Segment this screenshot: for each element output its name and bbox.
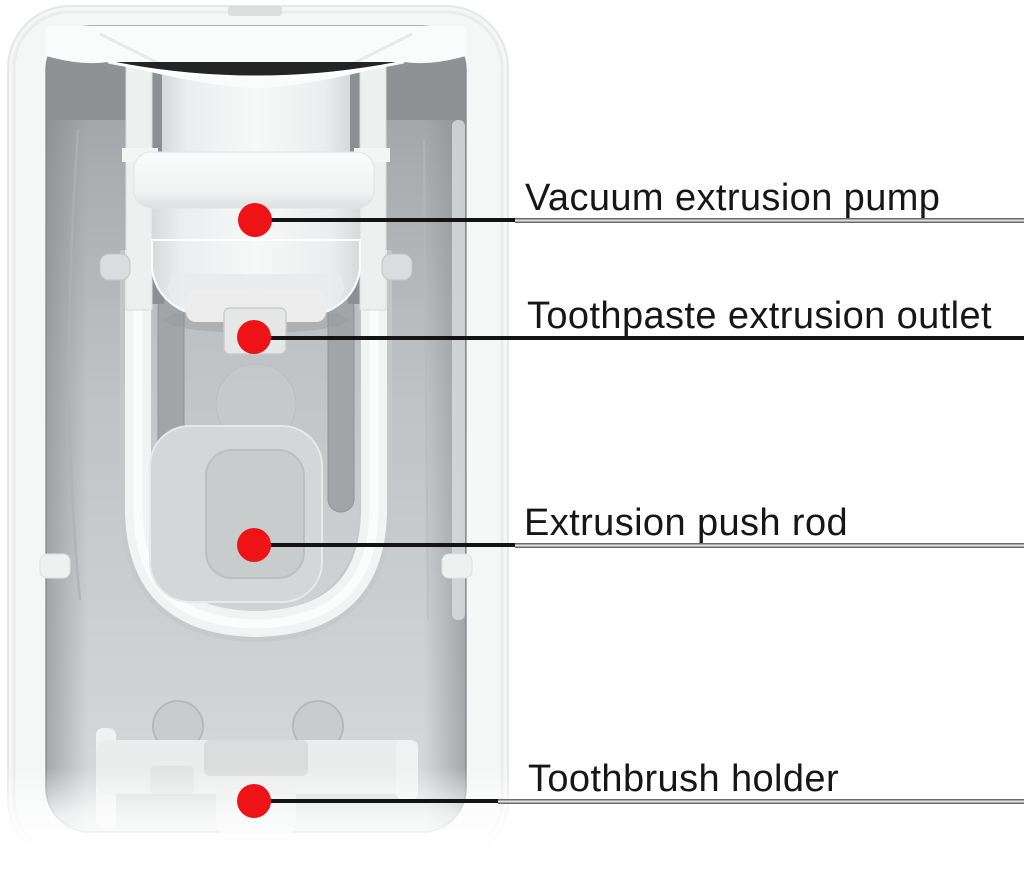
part-label: Vacuum extrusion pump bbox=[525, 177, 941, 219]
annotation-marker-dot bbox=[237, 528, 271, 562]
holder-clip-slot bbox=[204, 740, 308, 776]
product-photo bbox=[0, 5, 512, 871]
guide-channel bbox=[120, 250, 392, 643]
leader-line bbox=[255, 218, 517, 222]
annotation-marker-dot bbox=[237, 320, 271, 354]
leader-line-underline bbox=[498, 799, 1024, 804]
leader-line-underline bbox=[515, 218, 1024, 223]
leader-line bbox=[254, 336, 1024, 340]
part-label: Toothbrush holder bbox=[528, 758, 840, 800]
leader-line-underline bbox=[515, 543, 1024, 548]
leader-line bbox=[254, 799, 500, 803]
annotation-marker-dot bbox=[237, 784, 271, 818]
mounting-plate bbox=[46, 6, 466, 88]
part-label: Toothpaste extrusion outlet bbox=[527, 295, 992, 337]
annotation-marker-dot bbox=[238, 203, 272, 237]
part-label: Extrusion push rod bbox=[524, 502, 849, 544]
leader-line bbox=[254, 543, 517, 547]
